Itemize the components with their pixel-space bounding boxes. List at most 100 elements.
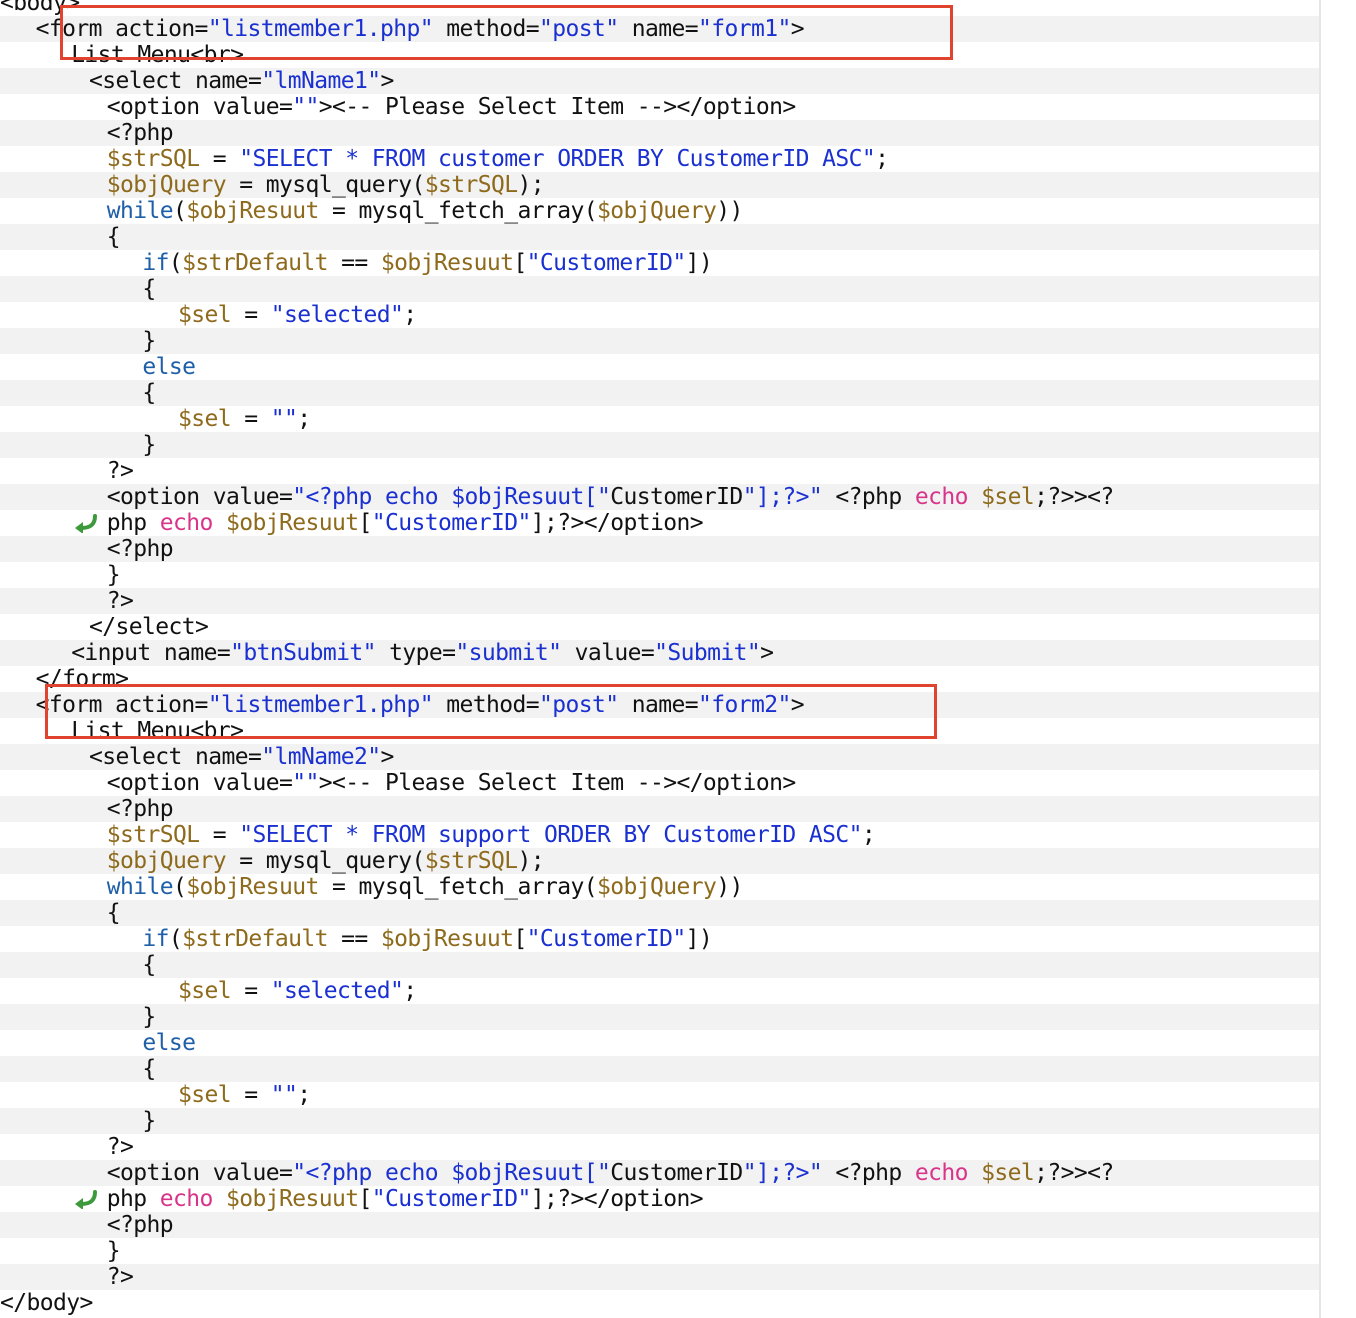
code-token [213,1186,226,1212]
code-token: $objResuut [226,510,359,536]
code-token: CustomerID [610,1160,743,1186]
code-line: php echo $objResuut["CustomerID"];?></op… [0,510,1320,536]
code-token: ( [168,250,183,276]
code-line: } [0,562,1320,588]
code-line: else [0,354,1320,380]
code-token: = [231,406,271,432]
code-token: "post" [539,16,619,42]
code-token: "Submit" [654,640,761,666]
wrap-arrow-icon [73,1189,99,1209]
code-token: while [106,874,174,900]
code-token: "CustomerID" [371,510,532,536]
code-token: ; [403,302,417,328]
code-token: = mysql_fetch_array( [318,198,598,224]
code-token: <form action= [35,16,209,42]
code-token: )) [716,198,743,224]
code-token: $strDefault [182,926,328,952]
code-token: "selected" [270,978,404,1004]
code-token: = [199,146,240,172]
code-token: <?php [106,1212,174,1238]
code-token: $strDefault [182,250,328,276]
code-token: ?> [106,458,134,484]
code-line: $sel = ""; [0,406,1320,432]
code-line: if($strDefault == $objResuut["CustomerID… [0,250,1320,276]
code-token: == [327,926,381,952]
code-token: $objQuery [596,198,717,224]
code-line: php echo $objResuut["CustomerID"];?></op… [0,1186,1320,1212]
code-token: "lmName2" [261,744,381,770]
code-token: $sel [178,978,232,1004]
code-line: ?> [0,1134,1320,1160]
code-token: "" [292,94,319,120]
code-token: "];?>" [742,484,823,510]
code-token: type= [375,640,456,666]
code-token: = [231,302,271,328]
code-token: $strSQL [106,822,200,848]
code-token: echo [159,1186,214,1212]
code-token: <?php [822,484,915,510]
code-token: "SELECT * FROM support ORDER BY Customer… [239,822,862,848]
code-line: <option value="<?php echo $objResuut["Cu… [0,1160,1320,1186]
code-token: $objResuut [186,874,319,900]
code-line: <form action="listmember1.php" method="p… [0,692,1320,718]
code-token: <form action= [35,692,209,718]
code-token: "CustomerID" [526,250,687,276]
code-line: </body> [0,1290,1320,1316]
code-line: { [0,224,1320,250]
code-token: = mysql_query( [226,172,425,198]
code-line: <?php [0,796,1320,822]
code-token: <select name= [89,68,262,94]
code-token: { [142,276,156,302]
code-token: "lmName1" [261,68,381,94]
code-token: echo [914,484,969,510]
code-token: "" [270,1082,298,1108]
code-token: name= [618,16,699,42]
code-token: [ [358,510,373,536]
code-token: $objResuut [380,926,514,952]
scroll-edge [1319,0,1321,1318]
code-token: if [142,250,169,276]
code-line: ?> [0,1264,1320,1290]
code-token: if [142,926,169,952]
code-token: method= [433,16,539,42]
code-line: { [0,900,1320,926]
code-token: ;?>><? [1034,1160,1114,1186]
code-token: ];?></option> [530,1186,704,1212]
code-line: <option value=""><-- Please Select Item … [0,770,1320,796]
code-token: ];?></option> [530,510,704,536]
code-token: [ [513,250,527,276]
code-line: <form action="listmember1.php" method="p… [0,16,1320,42]
code-token: $objResuut [186,198,319,224]
code-line: else [0,1030,1320,1056]
code-token: > [760,640,774,666]
code-token: ( [168,926,183,952]
code-token: "btnSubmit" [230,640,376,666]
code-token: ); [517,848,544,874]
code-token: $objQuery [106,172,227,198]
code-token: } [142,1108,156,1134]
code-line: <select name="lmName2"> [0,744,1320,770]
code-line: { [0,380,1320,406]
code-line: while($objResuut = mysql_fetch_array($ob… [0,198,1320,224]
code-token: > [790,16,805,42]
code-token: ; [403,978,417,1004]
code-line: $strSQL = "SELECT * FROM customer ORDER … [0,146,1320,172]
code-token: ; [297,1082,311,1108]
code-token: } [142,1004,156,1030]
code-token: method= [433,692,539,718]
code-token: > [380,68,394,94]
code-token: "form1" [697,16,791,42]
code-line: } [0,432,1320,458]
code-line: <?php [0,120,1320,146]
code-token: $sel [981,1160,1035,1186]
code-token: php [106,1186,160,1212]
code-token: $objQuery [106,848,227,874]
code-token: ( [173,874,187,900]
code-token: <option value= [106,1160,293,1186]
code-token: { [142,1056,156,1082]
code-token: "CustomerID" [526,926,687,952]
code-token: $strSQL [424,172,518,198]
code-token: <?php [822,1160,915,1186]
code-token: $sel [178,1082,232,1108]
code-line: { [0,1056,1320,1082]
